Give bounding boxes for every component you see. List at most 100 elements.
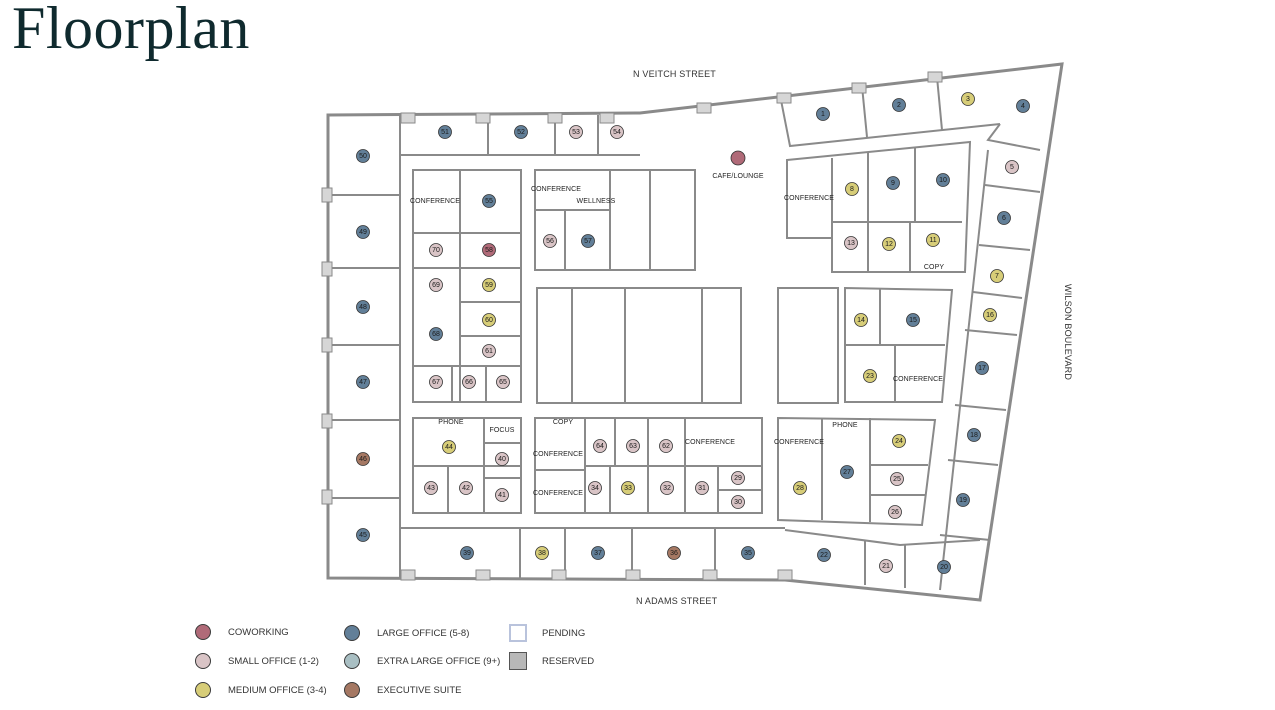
office-marker-13[interactable]: 13 xyxy=(844,236,858,250)
small-office-dot-icon xyxy=(495,452,509,466)
office-marker-21[interactable]: 21 xyxy=(879,559,893,573)
small-office-dot-icon xyxy=(482,344,496,358)
office-marker-62[interactable]: 62 xyxy=(659,439,673,453)
office-marker-23[interactable]: 23 xyxy=(863,369,877,383)
office-number: 59 xyxy=(485,282,493,289)
office-marker-70[interactable]: 70 xyxy=(429,243,443,257)
office-marker-47[interactable]: 47 xyxy=(356,375,370,389)
office-marker-57[interactable]: 57 xyxy=(581,234,595,248)
office-marker-4[interactable]: 4 xyxy=(1016,99,1030,113)
office-marker-50[interactable]: 50 xyxy=(356,149,370,163)
office-number: 49 xyxy=(359,229,367,236)
office-marker-3[interactable]: 3 xyxy=(961,92,975,106)
street-label-east: WILSON BOULEVARD xyxy=(1063,284,1073,381)
office-marker-7[interactable]: 7 xyxy=(990,269,1004,283)
office-marker-18[interactable]: 18 xyxy=(967,428,981,442)
office-marker-51[interactable]: 51 xyxy=(438,125,452,139)
office-marker-37[interactable]: 37 xyxy=(591,546,605,560)
office-marker-45[interactable]: 45 xyxy=(356,528,370,542)
office-marker-41[interactable]: 41 xyxy=(495,488,509,502)
office-marker-9[interactable]: 9 xyxy=(886,176,900,190)
office-marker-35[interactable]: 35 xyxy=(741,546,755,560)
coworking-dot-icon xyxy=(195,624,211,640)
office-marker-66[interactable]: 66 xyxy=(462,375,476,389)
office-marker-54[interactable]: 54 xyxy=(610,125,624,139)
office-marker-48[interactable]: 48 xyxy=(356,300,370,314)
medium-office-dot-icon xyxy=(863,369,877,383)
office-marker-cafe[interactable] xyxy=(730,150,746,166)
office-marker-17[interactable]: 17 xyxy=(975,361,989,375)
office-marker-63[interactable]: 63 xyxy=(626,439,640,453)
office-marker-2[interactable]: 2 xyxy=(892,98,906,112)
medium-office-dot-icon xyxy=(195,682,211,698)
large-office-dot-icon xyxy=(356,149,370,163)
office-marker-12[interactable]: 12 xyxy=(882,237,896,251)
large-office-dot-icon xyxy=(937,560,951,574)
office-marker-46[interactable]: 46 xyxy=(356,452,370,466)
office-marker-64[interactable]: 64 xyxy=(593,439,607,453)
office-marker-55[interactable]: 55 xyxy=(482,194,496,208)
office-marker-42[interactable]: 42 xyxy=(459,481,473,495)
medium-office-dot-icon xyxy=(482,278,496,292)
office-marker-8[interactable]: 8 xyxy=(845,182,859,196)
office-number: 64 xyxy=(596,443,604,450)
office-marker-56[interactable]: 56 xyxy=(543,234,557,248)
office-marker-27[interactable]: 27 xyxy=(840,465,854,479)
office-marker-6[interactable]: 6 xyxy=(997,211,1011,225)
office-marker-15[interactable]: 15 xyxy=(906,313,920,327)
office-marker-5[interactable]: 5 xyxy=(1005,160,1019,174)
office-marker-11[interactable]: 11 xyxy=(926,233,940,247)
office-marker-24[interactable]: 24 xyxy=(892,434,906,448)
office-marker-39[interactable]: 39 xyxy=(460,546,474,560)
office-marker-10[interactable]: 10 xyxy=(936,173,950,187)
office-marker-36[interactable]: 36 xyxy=(667,546,681,560)
office-marker-26[interactable]: 26 xyxy=(888,505,902,519)
office-marker-25[interactable]: 25 xyxy=(890,472,904,486)
office-marker-59[interactable]: 59 xyxy=(482,278,496,292)
office-marker-68[interactable]: 68 xyxy=(429,327,443,341)
office-number: 60 xyxy=(485,317,493,324)
office-marker-19[interactable]: 19 xyxy=(956,493,970,507)
office-marker-65[interactable]: 65 xyxy=(496,375,510,389)
office-marker-38[interactable]: 38 xyxy=(535,546,549,560)
office-marker-43[interactable]: 43 xyxy=(424,481,438,495)
large-office-dot-icon xyxy=(967,428,981,442)
large-office-dot-icon xyxy=(840,465,854,479)
small-office-dot-icon xyxy=(495,488,509,502)
office-marker-33[interactable]: 33 xyxy=(621,481,635,495)
office-marker-58[interactable]: 58 xyxy=(482,243,496,257)
office-marker-34[interactable]: 34 xyxy=(588,481,602,495)
medium-office-dot-icon xyxy=(926,233,940,247)
office-number: 6 xyxy=(1002,215,1006,222)
small-office-dot-icon xyxy=(879,559,893,573)
office-marker-53[interactable]: 53 xyxy=(569,125,583,139)
office-marker-30[interactable]: 30 xyxy=(731,495,745,509)
office-marker-60[interactable]: 60 xyxy=(482,313,496,327)
office-marker-20[interactable]: 20 xyxy=(937,560,951,574)
office-marker-29[interactable]: 29 xyxy=(731,471,745,485)
office-marker-28[interactable]: 28 xyxy=(793,481,807,495)
office-marker-52[interactable]: 52 xyxy=(514,125,528,139)
room-label: PHONE xyxy=(438,419,464,426)
office-marker-22[interactable]: 22 xyxy=(817,548,831,562)
room-label: CONFERENCE xyxy=(893,376,943,383)
office-marker-61[interactable]: 61 xyxy=(482,344,496,358)
office-marker-16[interactable]: 16 xyxy=(983,308,997,322)
medium-office-dot-icon xyxy=(793,481,807,495)
small-office-dot-icon xyxy=(890,472,904,486)
office-marker-40[interactable]: 40 xyxy=(495,452,509,466)
office-marker-69[interactable]: 69 xyxy=(429,278,443,292)
office-marker-14[interactable]: 14 xyxy=(854,313,868,327)
office-marker-1[interactable]: 1 xyxy=(816,107,830,121)
office-number: 57 xyxy=(584,238,592,245)
office-number: 21 xyxy=(882,563,890,570)
room-label: FOCUS xyxy=(490,427,515,434)
office-number: 42 xyxy=(462,485,470,492)
office-marker-67[interactable]: 67 xyxy=(429,375,443,389)
medium-office-dot-icon xyxy=(983,308,997,322)
office-marker-44[interactable]: 44 xyxy=(442,440,456,454)
office-marker-31[interactable]: 31 xyxy=(695,481,709,495)
office-marker-32[interactable]: 32 xyxy=(660,481,674,495)
office-marker-49[interactable]: 49 xyxy=(356,225,370,239)
office-number: 65 xyxy=(499,379,507,386)
